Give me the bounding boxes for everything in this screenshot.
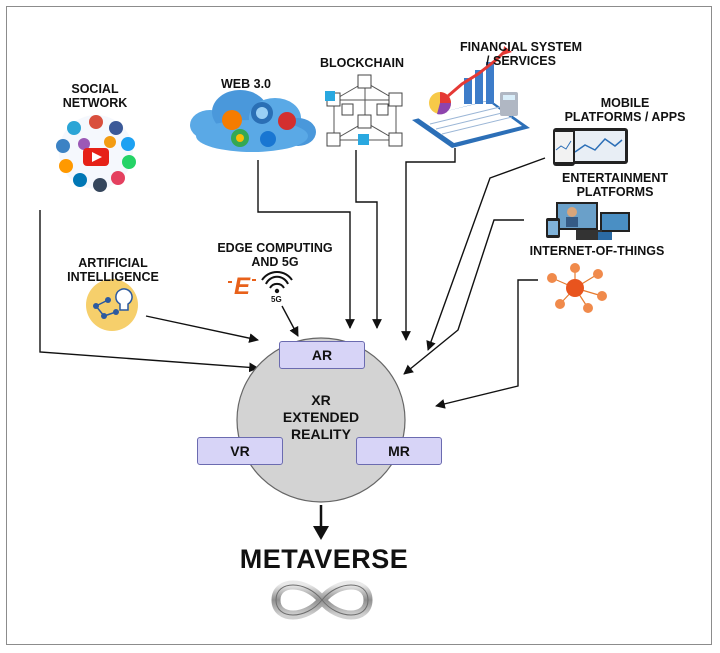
label-web3-text: WEB 3.0 — [221, 77, 271, 91]
label-blockchain-text: BLOCKCHAIN — [320, 56, 404, 70]
label-entertainment: ENTERTAINMENT PLATFORMS — [540, 171, 690, 199]
label-iot-text: INTERNET-OF-THINGS — [530, 244, 665, 258]
label-mobile-text: MOBILE PLATFORMS / APPS — [550, 96, 700, 124]
label-iot: INTERNET-OF-THINGS — [507, 244, 687, 258]
label-ai-text: ARTIFICIAL INTELLIGENCE — [58, 256, 168, 284]
label-social-network-text: SOCIAL NETWORK — [55, 82, 135, 110]
label-financial: FINANCIAL SYSTEM / SERVICES — [436, 40, 606, 68]
label-edge: EDGE COMPUTING AND 5G — [200, 241, 350, 269]
label-financial-text: FINANCIAL SYSTEM / SERVICES — [436, 40, 606, 68]
label-web3: WEB 3.0 — [206, 77, 286, 91]
label-edge-text: EDGE COMPUTING AND 5G — [200, 241, 350, 269]
label-entertainment-text: ENTERTAINMENT PLATFORMS — [540, 171, 690, 199]
label-ai: ARTIFICIAL INTELLIGENCE — [58, 256, 168, 284]
label-mobile: MOBILE PLATFORMS / APPS — [550, 96, 700, 124]
label-social-network: SOCIAL NETWORK — [55, 82, 135, 110]
label-blockchain: BLOCKCHAIN — [297, 56, 427, 70]
